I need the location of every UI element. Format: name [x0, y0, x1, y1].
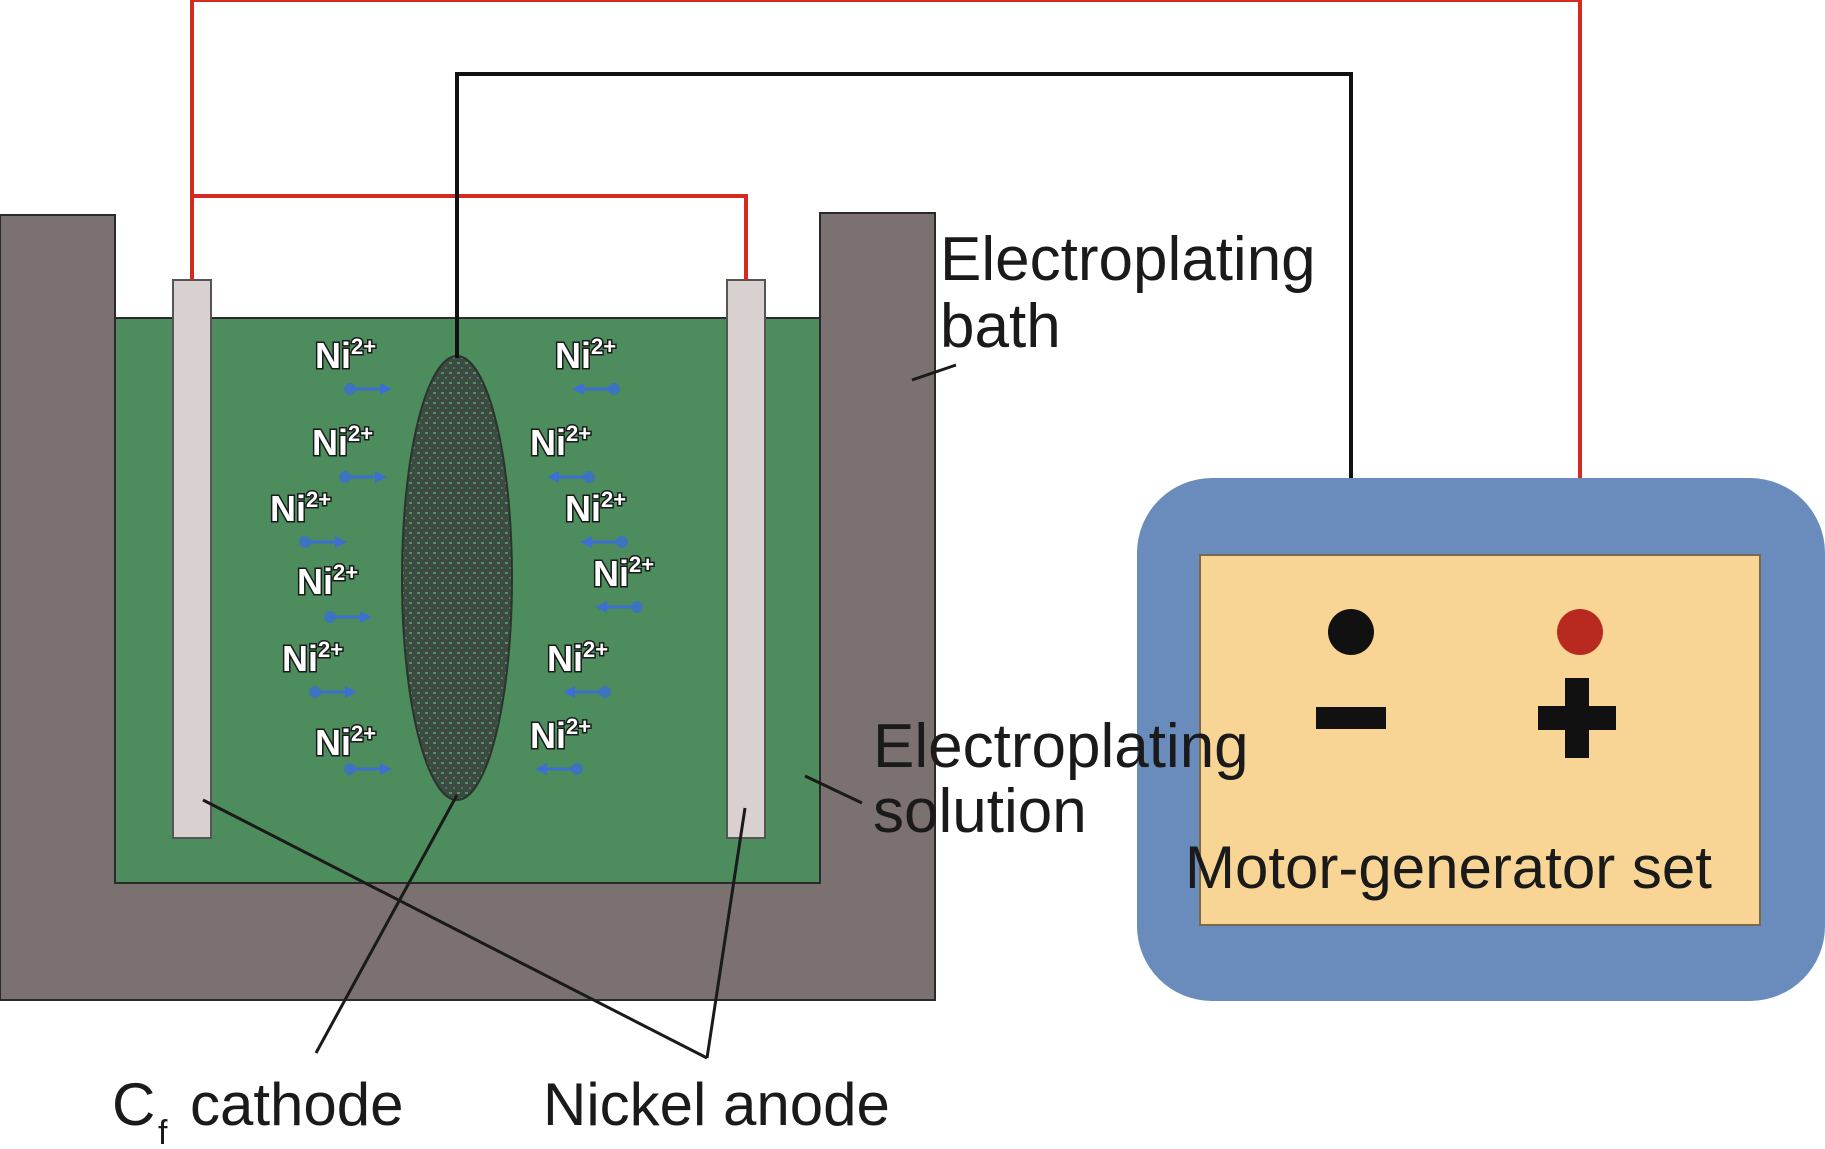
ni-ion-charge: 2+	[318, 637, 343, 662]
ni-ion-charge: 2+	[566, 421, 591, 446]
ni-ion-left-6: Ni2+	[314, 720, 392, 775]
ni-ion-right-1: Ni2+	[554, 333, 620, 395]
bath-leader-line	[911, 363, 957, 382]
ni-ion-charge: 2+	[601, 487, 626, 512]
ni-ion-charge: 2+	[351, 334, 376, 359]
ni-ion-arrowhead	[595, 601, 607, 613]
negative-terminal	[1328, 609, 1374, 655]
ni-ion-arrowhead	[580, 536, 592, 548]
ni-ion-right-2: Ni2+	[529, 420, 595, 483]
ni-ion-arrowhead	[547, 471, 559, 483]
ni-ion-label: Ni2+	[315, 721, 376, 763]
ni-ion-label: Ni2+	[530, 421, 591, 463]
positive-wire	[190, 0, 1582, 630]
ni-ion-charge: 2+	[306, 487, 331, 512]
ni-ion-arrowhead	[535, 763, 547, 775]
motor-generator-panel	[1199, 554, 1761, 926]
minus-sign-icon	[1316, 707, 1386, 729]
ni-ion-label: Ni2+	[270, 487, 331, 529]
ni-ion-charge: 2+	[351, 721, 376, 746]
anode-leader-line-left	[202, 798, 708, 1060]
cf-cathode	[401, 355, 513, 801]
nickel-anode-left	[172, 279, 212, 839]
motor-generator-label: Motor-generator set	[1185, 834, 1712, 901]
ni-ion-arrowhead	[572, 383, 584, 395]
nickel-anode-label: Nickel anode	[543, 1071, 890, 1138]
ni-ion-label: Ni2+	[282, 637, 343, 679]
ni-ion-arrowhead	[380, 763, 392, 775]
solution-label-line1: Electroplating	[873, 712, 1249, 781]
ni-ion-charge: 2+	[566, 714, 591, 739]
ni-ion-arrowhead	[360, 611, 372, 623]
ni-ion-arrowhead	[335, 536, 347, 548]
cathode-label: C f cathode	[112, 1071, 404, 1149]
ni-ion-left-4: Ni2+	[296, 559, 372, 623]
anode-leader-line-right	[705, 807, 747, 1059]
ni-ion-charge: 2+	[333, 560, 358, 585]
ni-ion-arrowhead	[563, 686, 575, 698]
ni-ion-label: Ni2+	[555, 334, 616, 376]
cathode-label-subscript: f	[158, 1114, 168, 1149]
ni-ion-charge: 2+	[591, 334, 616, 359]
negative-wire	[455, 72, 1353, 630]
solution-label-line2: solution	[873, 777, 1087, 846]
positive-terminal	[1557, 609, 1603, 655]
plus-sign-icon	[1538, 678, 1616, 758]
ni-ion-label: Ni2+	[297, 560, 358, 602]
ni-ion-left-3: Ni2+	[269, 486, 347, 548]
ni-ion-charge: 2+	[583, 637, 608, 662]
nickel-anode-right	[726, 279, 766, 839]
bath-label-line2: bath	[940, 292, 1061, 361]
ni-ion-arrowhead	[345, 686, 357, 698]
ion-group-right: Ni2+Ni2+Ni2+Ni2+Ni2+Ni2+	[529, 333, 656, 775]
ion-group-left: Ni2+Ni2+Ni2+Ni2+Ni2+Ni2+	[269, 333, 392, 775]
ni-ion-arrowhead	[380, 383, 392, 395]
solution-leader-line	[804, 774, 863, 805]
ni-ion-left-5: Ni2+	[281, 636, 357, 698]
bath-label-line1: Electroplating	[940, 225, 1316, 294]
ni-ion-arrowhead	[375, 471, 387, 483]
cathode-label-rest: cathode	[190, 1071, 404, 1138]
cathode-leader-line	[314, 794, 459, 1054]
ni-ion-charge: 2+	[348, 421, 373, 446]
positive-wire-branch	[192, 194, 748, 280]
cathode-label-main: C	[112, 1071, 155, 1138]
ni-ion-charge: 2+	[629, 552, 654, 577]
